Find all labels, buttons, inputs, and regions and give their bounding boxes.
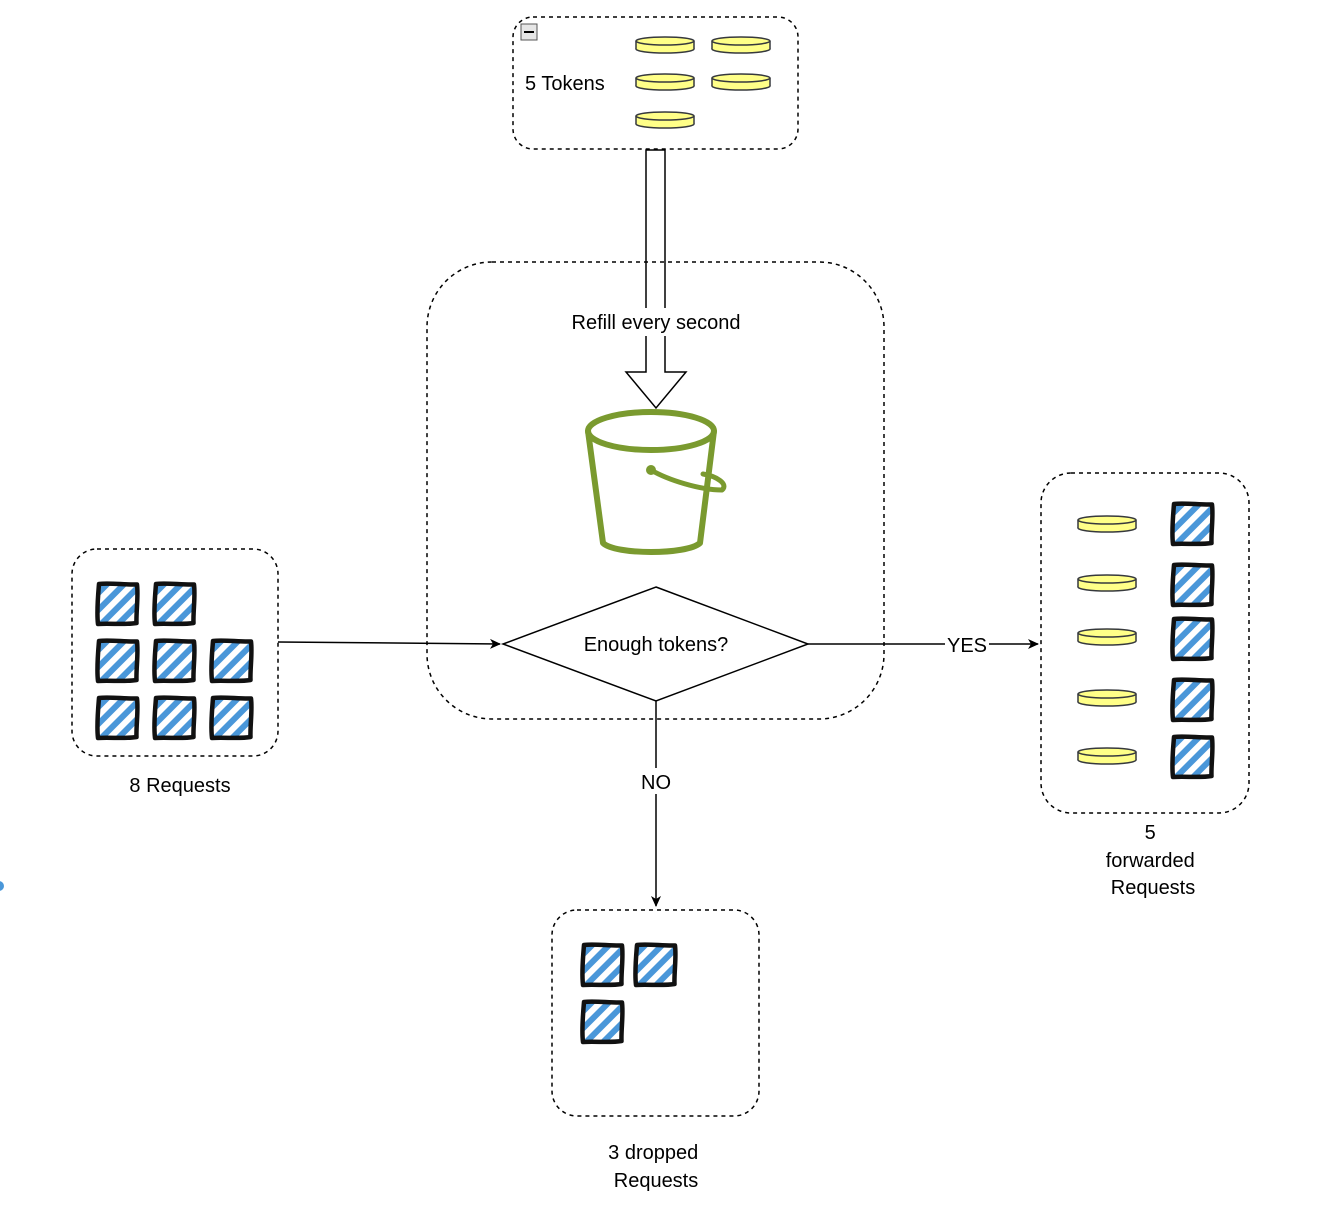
request-icon xyxy=(1172,565,1212,605)
request-icon xyxy=(154,698,194,738)
forwarded-requests-label: 5 forwarded Requests xyxy=(1106,822,1201,899)
incoming-to-decision-edge xyxy=(277,638,501,649)
refill-label: Refill every second xyxy=(572,312,741,334)
request-icon xyxy=(154,641,194,681)
request-icon xyxy=(1172,737,1212,777)
decision-label: Enough tokens? xyxy=(584,634,729,656)
tokens-group: 5 Tokens xyxy=(512,16,799,150)
token-icon xyxy=(635,73,695,91)
request-icon xyxy=(1172,504,1212,544)
token-icon xyxy=(1077,689,1137,707)
dropped-requests-border xyxy=(551,909,760,1117)
token-icon xyxy=(1077,747,1137,765)
decision-node: Enough tokens? xyxy=(500,586,811,702)
request-icon xyxy=(211,641,251,681)
yes-edge-label: YES xyxy=(947,635,987,657)
token-icon xyxy=(1077,515,1137,533)
dropped-requests-group: 3 dropped Requests xyxy=(551,909,760,1192)
token-icon xyxy=(711,73,771,91)
token-icon xyxy=(711,36,771,54)
request-icon xyxy=(97,698,137,738)
request-icon xyxy=(1172,680,1212,720)
dropped-requests-label: 3 dropped Requests xyxy=(608,1142,704,1192)
token-icon xyxy=(1077,574,1137,592)
incoming-requests-border xyxy=(71,548,279,757)
refill-arrow xyxy=(624,149,688,410)
request-icon xyxy=(635,945,675,985)
forwarded-requests-group: 5 forwarded Requests xyxy=(1040,472,1250,899)
token-icon xyxy=(635,36,695,54)
bucket-icon xyxy=(585,409,727,555)
token-icon xyxy=(635,111,695,129)
token-icon xyxy=(1077,628,1137,646)
request-icon xyxy=(582,945,622,985)
bucket-container xyxy=(426,261,885,720)
request-icon xyxy=(97,584,137,624)
tokens-group-border xyxy=(512,16,799,150)
no-edge-label: NO xyxy=(641,772,671,794)
connection-handle[interactable] xyxy=(0,881,4,891)
request-icon xyxy=(582,1002,622,1042)
collapse-toggle-icon[interactable] xyxy=(520,23,538,41)
request-icon xyxy=(97,641,137,681)
incoming-requests-label: 8 Requests xyxy=(129,775,230,797)
request-icon xyxy=(1172,619,1212,659)
token-icons xyxy=(635,36,771,129)
request-icon xyxy=(211,698,251,738)
tokens-label: 5 Tokens xyxy=(525,73,605,95)
forwarded-requests-border xyxy=(1040,472,1250,814)
incoming-requests-group: 8 Requests xyxy=(71,548,279,797)
request-icon xyxy=(154,584,194,624)
